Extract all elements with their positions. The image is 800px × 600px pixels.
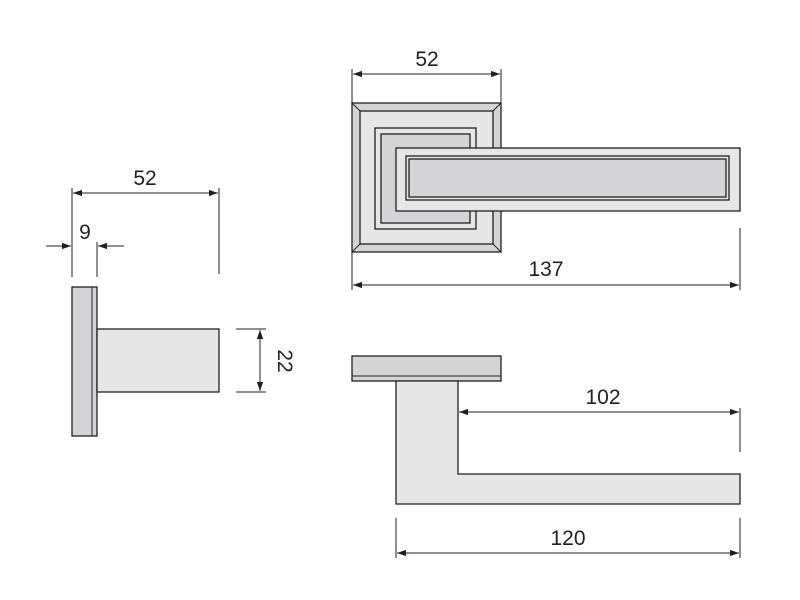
front-view: 102 120	[351, 355, 741, 558]
dim-front-total: 120	[395, 518, 741, 558]
dim-label-side-rose-thickness: 9	[79, 221, 91, 244]
dim-top-total: 137	[351, 228, 741, 290]
dim-side-shaft-height: 22	[236, 328, 296, 393]
dim-label-top-rose-width: 52	[415, 48, 438, 71]
dim-top-rose-width: 52	[351, 48, 502, 103]
top-view: 52 137	[351, 48, 741, 290]
front-rose-plate	[351, 355, 502, 382]
dim-label-top-total: 137	[528, 258, 563, 281]
dim-label-side-shaft-height: 22	[273, 349, 296, 372]
top-lever-inset-inner	[408, 158, 727, 198]
side-shaft	[96, 328, 220, 393]
front-lever-body	[395, 380, 741, 505]
dim-label-front-lever-reach: 102	[585, 386, 620, 409]
dim-side-depth: 52	[71, 167, 220, 277]
side-view: 52 9 22	[46, 167, 296, 437]
dim-label-front-total: 120	[550, 527, 585, 550]
side-rose-plate	[71, 286, 98, 437]
dim-side-rose-thickness: 9	[46, 221, 124, 277]
dim-label-side-depth: 52	[133, 167, 156, 190]
dim-front-lever-reach: 102	[459, 386, 741, 452]
